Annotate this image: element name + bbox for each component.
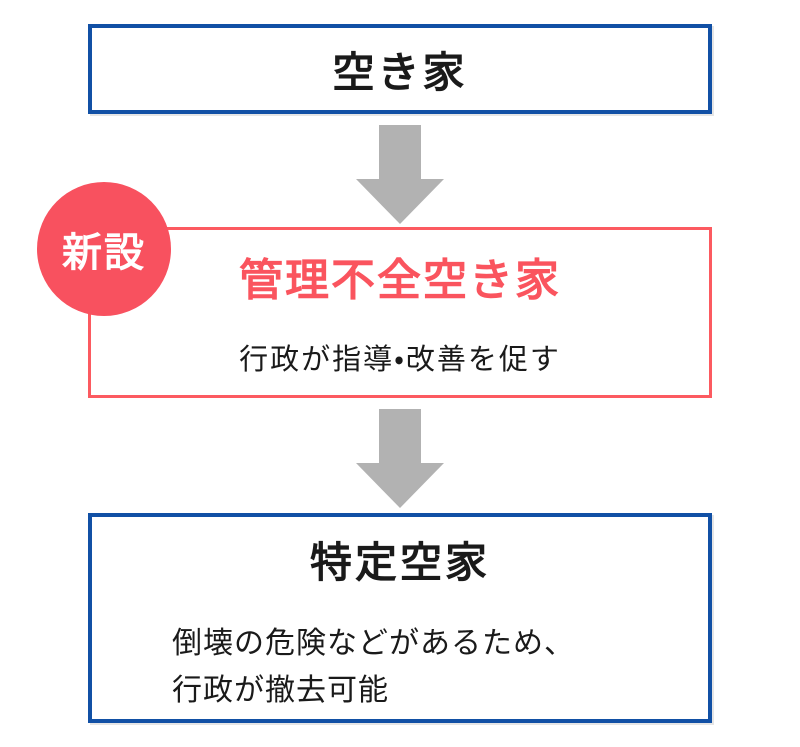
new-establishment-badge: 新設	[37, 182, 171, 316]
vacant-house-box: 空き家	[88, 24, 712, 114]
arrow-stem	[379, 125, 421, 179]
poorly-managed-vacant-house-description: 行政が指導・改善を促す	[239, 344, 561, 376]
description-line-1: 倒壊の危険などがあるため、	[172, 627, 575, 660]
arrow-stem	[379, 409, 421, 463]
down-arrow-icon	[356, 409, 444, 508]
specified-vacant-house-title: 特定空家	[309, 539, 490, 586]
poorly-managed-vacant-house-title: 管理不全空き家	[239, 256, 561, 305]
vacant-house-title: 空き家	[332, 48, 468, 96]
new-establishment-badge-label: 新設	[62, 231, 146, 275]
poorly-managed-vacant-house-box: 管理不全空き家 行政が指導・改善を促す	[88, 227, 712, 398]
arrow-head	[356, 179, 444, 224]
specified-vacant-house-description: 倒壊の危険などがあるため、 行政が撤去可能	[172, 620, 708, 714]
arrow-head	[356, 463, 444, 508]
specified-vacant-house-box: 特定空家 倒壊の危険などがあるため、 行政が撤去可能	[88, 513, 712, 723]
description-line-2: 行政が撤去可能	[172, 674, 389, 707]
down-arrow-icon	[356, 125, 444, 224]
